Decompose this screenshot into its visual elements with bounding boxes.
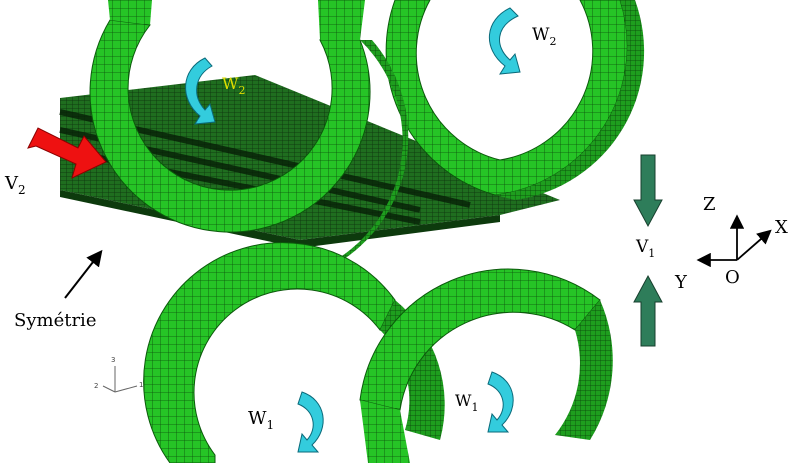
roll-top-left	[89, 0, 409, 285]
arrow-v1-up	[633, 274, 663, 347]
rotation-arrow-w2-top	[489, 7, 521, 75]
global-triad: 3 2 1	[94, 356, 143, 393]
label-v1: V1	[635, 237, 655, 260]
axis-z-label: Z	[703, 194, 716, 215]
label-w1-left: W1	[248, 408, 274, 432]
roll-bottom-right	[359, 268, 613, 463]
label-w1-right: W1	[455, 391, 478, 414]
label-w2-top: W2	[532, 25, 556, 48]
axis-y-label: Y	[674, 272, 688, 293]
triad-axis-2: 2	[94, 382, 98, 390]
rotation-arrow-w2-mid	[185, 57, 216, 125]
symmetry-pointer	[64, 249, 103, 299]
origin-label: O	[725, 267, 740, 288]
label-symmetry: Symétrie	[14, 310, 96, 331]
red-arrow-v2	[27, 127, 107, 179]
triad-axis-1: 1	[139, 381, 143, 389]
axis-x-label: X	[775, 217, 788, 238]
coordinate-frame	[696, 214, 772, 268]
arrow-v1-down	[633, 154, 663, 228]
label-w2-mid: W2	[222, 74, 245, 97]
roll-top-right	[385, 0, 645, 200]
rotation-arrow-w1-left	[297, 391, 324, 453]
triad-axis-3: 3	[111, 356, 115, 364]
rotation-arrow-w1-right	[487, 371, 514, 433]
label-v2: V2	[4, 173, 26, 197]
